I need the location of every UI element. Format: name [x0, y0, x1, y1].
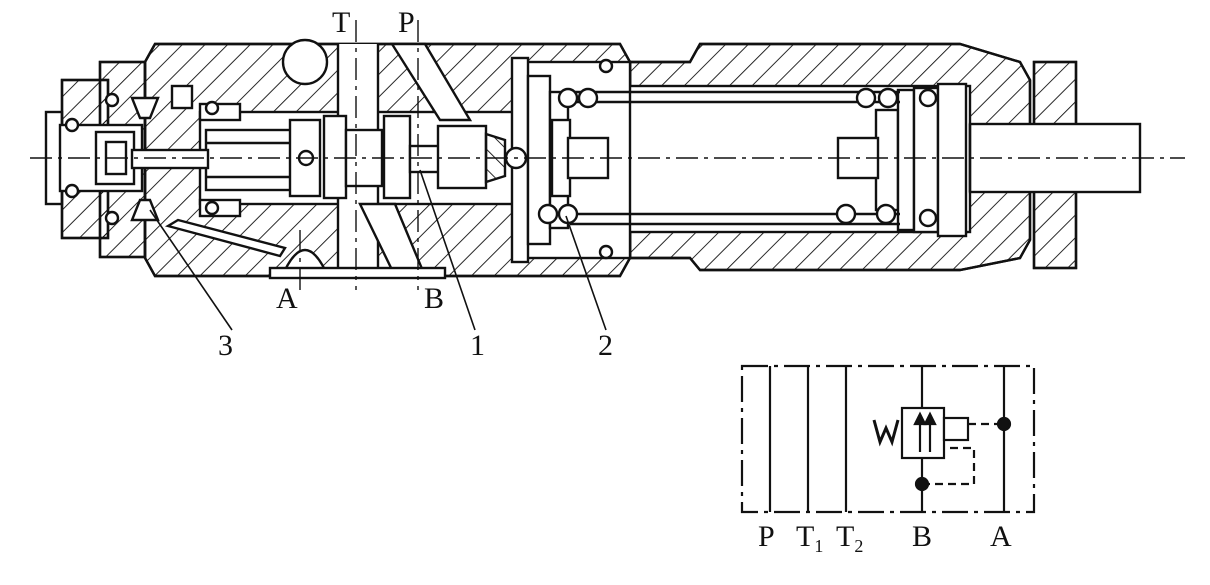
symbol-port-t1: T1 — [796, 520, 823, 556]
leader-lines — [149, 169, 607, 331]
left-end-cap — [44, 60, 147, 259]
symbol-port-t2: T2 — [836, 520, 863, 556]
valve-section-view — [30, 20, 1185, 331]
port-label-b: B — [424, 282, 444, 315]
port-label-t: T — [332, 6, 350, 39]
spring-coils — [537, 87, 938, 228]
callout-3: 3 — [218, 329, 233, 362]
hydraulic-symbol — [740, 364, 1036, 514]
callout-1: 1 — [470, 329, 485, 362]
port-label-p: P — [398, 6, 415, 39]
symbol-frame — [740, 364, 1036, 514]
callout-2: 2 — [598, 329, 613, 362]
piston-and-seats — [504, 56, 968, 264]
spool-assembly — [130, 114, 507, 200]
valve-envelope — [900, 406, 946, 460]
symbol-port-p: P — [758, 520, 775, 553]
port-label-a: A — [276, 282, 298, 315]
spring-housing — [518, 42, 1142, 272]
symbol-port-a: A — [990, 520, 1012, 553]
pilot-poppet — [64, 84, 242, 226]
symbol-port-b: B — [912, 520, 932, 553]
centre-lines — [30, 20, 1185, 290]
